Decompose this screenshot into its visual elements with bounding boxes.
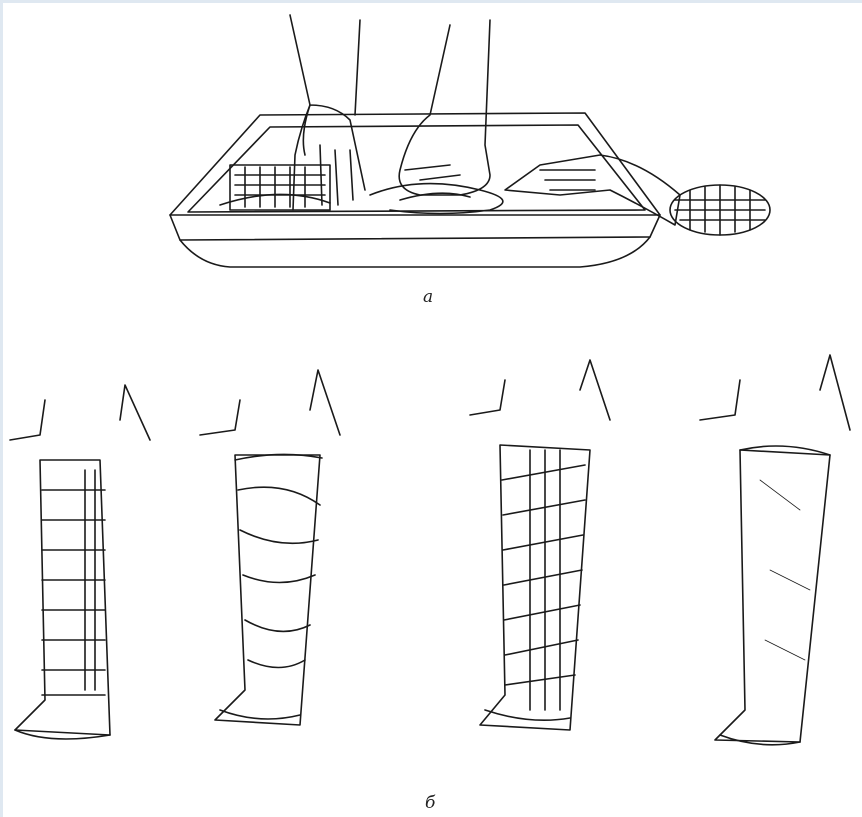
limb-3-finished-bandage <box>470 360 610 730</box>
limb-2-spiral-bandage <box>200 370 340 725</box>
limb-1-circular-bandage <box>10 385 150 739</box>
caption-part-b: б <box>425 793 435 813</box>
caption-part-a: а <box>423 287 433 307</box>
limb-4-plaster-cast <box>700 355 850 745</box>
illustration-bandaged-limbs <box>0 340 862 760</box>
tray <box>170 113 660 215</box>
illustration-soaking-bandage <box>160 5 780 275</box>
frame-top-border <box>0 0 862 3</box>
